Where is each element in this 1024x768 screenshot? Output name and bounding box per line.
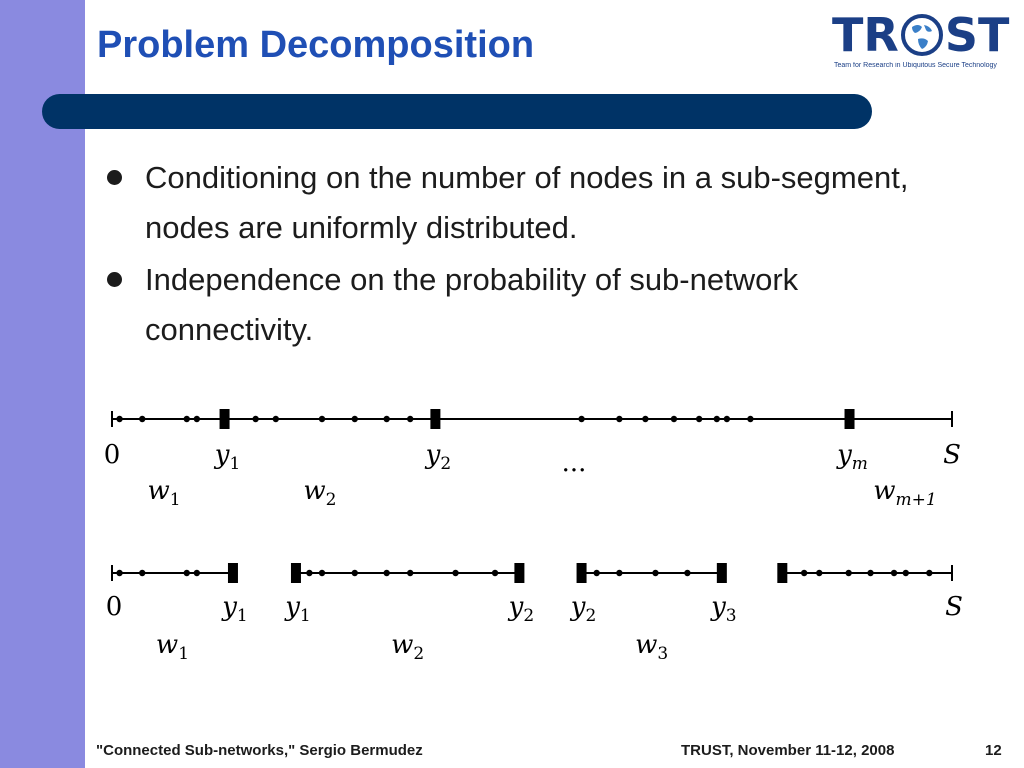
node-point — [318, 569, 326, 577]
subsegment-right-label: y2 — [508, 592, 535, 626]
node-point — [867, 569, 874, 577]
node-point — [723, 415, 731, 423]
node-point — [306, 569, 313, 577]
page-number: 12 — [985, 742, 1002, 759]
subsegment-left-label: y2 — [570, 592, 597, 626]
node-point — [747, 415, 754, 423]
bullet-item: Independence on the probability of sub-n… — [105, 255, 965, 355]
separator-node — [430, 409, 441, 429]
node-point — [193, 569, 201, 577]
ellipsis-label: ··· — [562, 456, 587, 486]
separator-node — [227, 563, 238, 583]
node-point — [351, 569, 358, 577]
bullet-dot-icon — [107, 272, 122, 287]
node-point — [616, 569, 623, 577]
segment-start-label: 0 — [104, 440, 121, 470]
node-point — [902, 569, 909, 577]
node-point — [183, 415, 190, 423]
slide-title: Problem Decomposition — [97, 24, 535, 66]
node-point — [407, 569, 414, 577]
separator-label: y2 — [425, 440, 452, 474]
node-point — [816, 569, 823, 577]
separator-node — [844, 409, 855, 429]
width-label: w2 — [303, 476, 336, 510]
bullet-list: Conditioning on the number of nodes in a… — [105, 153, 965, 357]
node-point — [383, 569, 390, 577]
footer-event: TRUST, November 11-12, 2008 — [681, 742, 895, 759]
separator-label: y1 — [214, 440, 241, 474]
node-point — [116, 415, 123, 423]
title-underline-bar — [42, 94, 872, 129]
logo-letters-right: ST — [944, 8, 1010, 62]
node-point — [318, 415, 326, 423]
separator-node — [290, 563, 301, 583]
node-point — [695, 415, 703, 423]
node-point — [116, 569, 123, 577]
node-point — [193, 415, 201, 423]
separator-node — [514, 563, 525, 583]
segment-end-label: S — [943, 440, 961, 470]
node-point — [139, 415, 146, 423]
separator-node — [219, 409, 230, 429]
logo-tagline: Team for Research in Ubiquitous Secure T… — [834, 62, 997, 69]
node-point — [252, 415, 259, 423]
node-point — [272, 415, 279, 423]
width-label: w1 — [156, 630, 189, 664]
node-point — [652, 569, 659, 577]
separator-node — [576, 563, 587, 583]
bullet-dot-icon — [107, 170, 122, 185]
node-point — [616, 415, 623, 423]
node-point — [890, 569, 898, 577]
node-point — [670, 415, 678, 423]
width-label: w2 — [391, 630, 424, 664]
subsegment-right-label: y1 — [221, 592, 248, 626]
globe-icon — [900, 14, 943, 56]
node-point — [351, 415, 358, 423]
node-point — [926, 569, 933, 577]
subsegment-right-label: S — [945, 592, 963, 622]
subsegment-left-label: y1 — [284, 592, 311, 626]
width-label: w1 — [148, 476, 181, 510]
node-point — [139, 569, 146, 577]
node-point — [593, 569, 600, 577]
width-label: wm+1 — [873, 476, 936, 510]
node-point — [845, 569, 852, 577]
node-point — [642, 415, 649, 423]
node-point — [800, 569, 808, 577]
node-point — [452, 569, 459, 577]
width-label: w3 — [635, 630, 668, 664]
trust-logo: TR ST Team for Research in Ubiquitous Se… — [832, 8, 1014, 70]
subsegment-left-label: 0 — [106, 592, 123, 622]
node-point — [407, 415, 414, 423]
logo-wordmark: TR ST — [832, 8, 1009, 62]
bullet-item: Conditioning on the number of nodes in a… — [105, 153, 965, 253]
footer-author: "Connected Sub-networks," Sergio Bermude… — [96, 742, 423, 759]
node-point — [183, 569, 190, 577]
bullet-text: Independence on the probability of sub-n… — [145, 262, 799, 347]
logo-letters-left: TR — [832, 8, 899, 62]
separator-label: ym — [836, 440, 868, 474]
separator-node — [716, 563, 727, 583]
subsegment-right-label: y3 — [710, 592, 737, 626]
node-point — [684, 569, 691, 577]
bullet-text: Conditioning on the number of nodes in a… — [145, 160, 909, 245]
node-point — [578, 415, 585, 423]
node-point — [383, 415, 390, 423]
node-point — [713, 415, 720, 423]
separator-node — [777, 563, 788, 583]
node-point — [491, 569, 499, 577]
